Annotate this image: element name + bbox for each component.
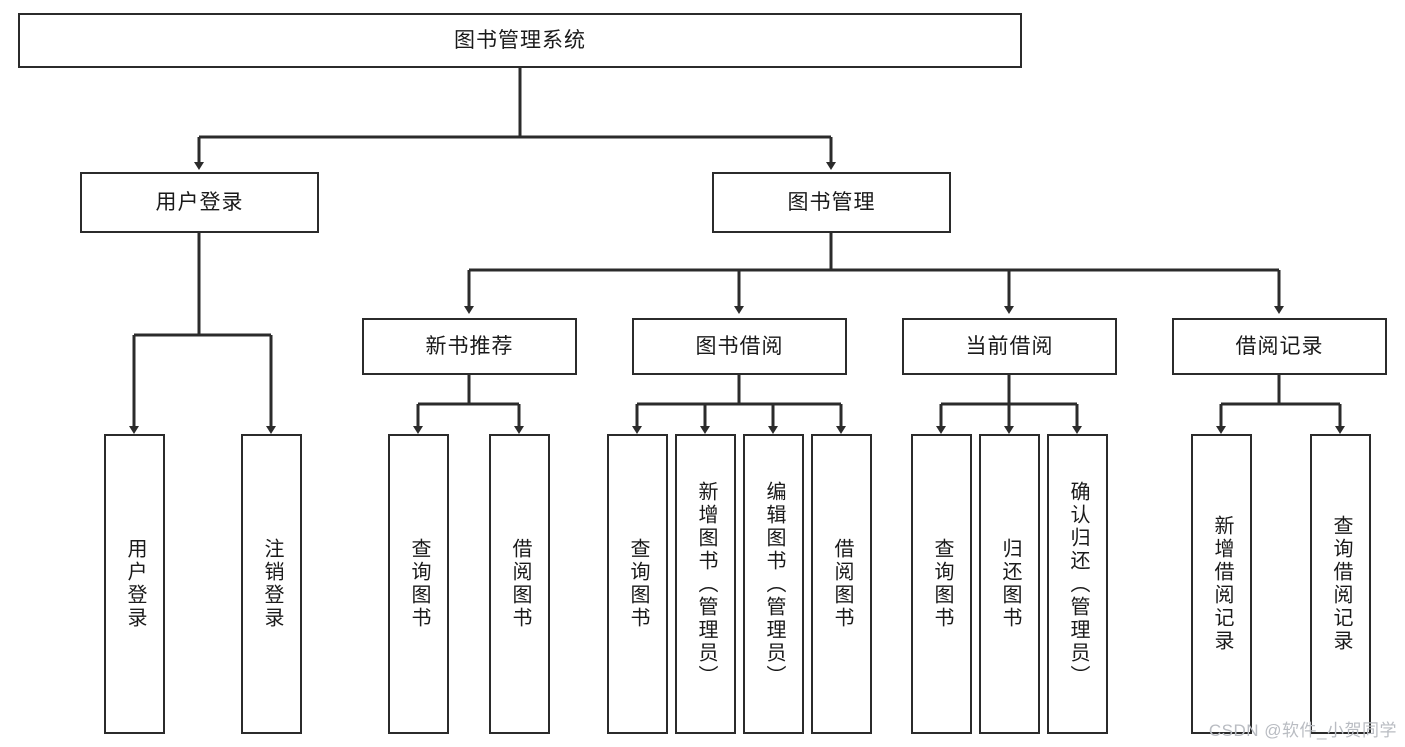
- node-label: 查询图书: [931, 538, 953, 630]
- node-label: 查询图书: [408, 538, 430, 630]
- node-label: 图书管理: [787, 190, 876, 214]
- node-user-login[interactable]: 用户登录: [80, 172, 319, 233]
- node-label: 归还图书: [999, 538, 1021, 630]
- leaf-current-confirm-return-admin[interactable]: 确认归还（管理员）: [1047, 434, 1108, 734]
- node-label: 借阅图书: [509, 538, 531, 630]
- node-new-book-recommend[interactable]: 新书推荐: [362, 318, 577, 375]
- node-label: 用户登录: [124, 538, 146, 630]
- node-label: 确认归还（管理员）: [1067, 480, 1089, 688]
- leaf-current-query-book[interactable]: 查询图书: [911, 434, 972, 734]
- leaf-borrow-borrow-book[interactable]: 借阅图书: [811, 434, 872, 734]
- leaf-record-add-record[interactable]: 新增借阅记录: [1191, 434, 1252, 734]
- node-label: 借阅记录: [1235, 334, 1324, 358]
- node-root-system[interactable]: 图书管理系统: [18, 13, 1022, 68]
- node-book-management[interactable]: 图书管理: [712, 172, 951, 233]
- node-label: 借阅图书: [831, 538, 853, 630]
- leaf-recommend-borrow-book[interactable]: 借阅图书: [489, 434, 550, 734]
- leaf-current-return-book[interactable]: 归还图书: [979, 434, 1040, 734]
- node-label: 新书推荐: [425, 334, 514, 358]
- node-label: 编辑图书（管理员）: [763, 480, 785, 688]
- leaf-record-query-record[interactable]: 查询借阅记录: [1310, 434, 1371, 734]
- node-borrow-record[interactable]: 借阅记录: [1172, 318, 1387, 375]
- leaf-borrow-query-book[interactable]: 查询图书: [607, 434, 668, 734]
- node-label: 查询借阅记录: [1330, 515, 1352, 653]
- leaf-user-login-signout[interactable]: 注销登录: [241, 434, 302, 734]
- node-label: 注销登录: [261, 538, 283, 630]
- node-current-borrow[interactable]: 当前借阅: [902, 318, 1117, 375]
- node-label: 当前借阅: [965, 334, 1054, 358]
- leaf-borrow-add-book-admin[interactable]: 新增图书（管理员）: [675, 434, 736, 734]
- leaf-recommend-query-book[interactable]: 查询图书: [388, 434, 449, 734]
- node-label: 新增图书（管理员）: [695, 480, 717, 688]
- node-label: 新增借阅记录: [1211, 515, 1233, 653]
- node-label: 查询图书: [627, 538, 649, 630]
- node-label: 图书管理系统: [454, 28, 586, 52]
- node-label: 图书借阅: [695, 334, 784, 358]
- node-book-borrow[interactable]: 图书借阅: [632, 318, 847, 375]
- leaf-borrow-edit-book-admin[interactable]: 编辑图书（管理员）: [743, 434, 804, 734]
- leaf-user-login-signin[interactable]: 用户登录: [104, 434, 165, 734]
- csdn-watermark: CSDN @软件_小贺同学: [1208, 721, 1397, 740]
- node-label: 用户登录: [155, 190, 244, 214]
